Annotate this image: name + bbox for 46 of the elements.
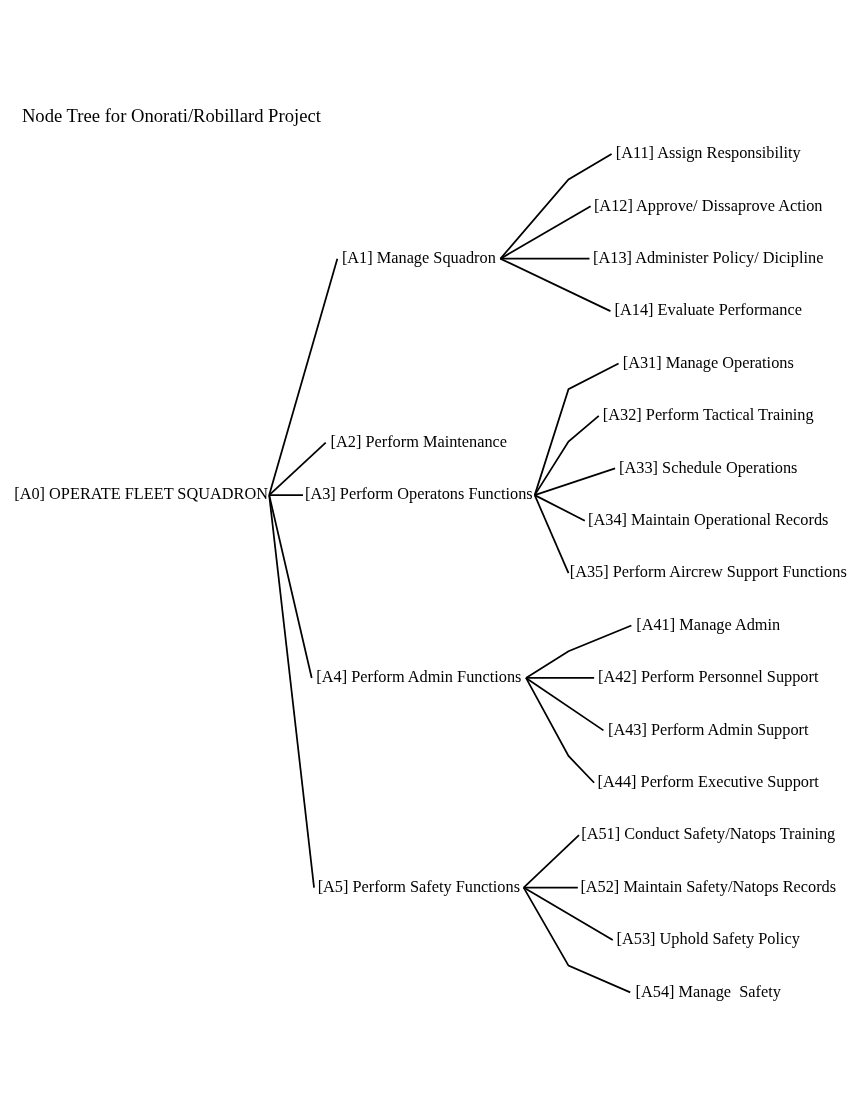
connector (268, 257, 339, 496)
node-text: [A53] Uphold Safety Policy (616, 929, 800, 949)
connector (268, 494, 315, 889)
connector (533, 415, 600, 496)
node-text: [A41] Manage Admin (636, 614, 781, 634)
connector (525, 677, 595, 679)
node-text: [A31] Manage Operations (622, 352, 794, 372)
node-text: [A4] Perform Admin Functions (316, 667, 522, 687)
node-text: [A54] Manage Safety (635, 981, 781, 1001)
node-text: [A13] Administer Policy/ Dicipline (593, 248, 824, 268)
node-text: [A14] Evaluate Performance (614, 300, 802, 320)
connector (525, 624, 633, 679)
node-text: [A51] Conduct Safety/Natops Training (581, 824, 836, 844)
connector (533, 494, 586, 522)
connector (268, 494, 313, 679)
connector (525, 677, 595, 784)
node-text: [A33] Schedule Operations (619, 457, 798, 477)
connector (499, 257, 612, 312)
diagram-title: Node Tree for Onorati/Robillard Project (21, 105, 321, 127)
node-text: [A12] Approve/ Dissaprove Action (593, 195, 823, 215)
connector (522, 886, 579, 889)
node-text: [A35] Perform Aircrew Support Functions (569, 562, 847, 582)
connector (499, 153, 613, 260)
connector (533, 467, 616, 496)
connector (522, 886, 632, 994)
connector (268, 494, 304, 496)
connector (499, 205, 592, 260)
node-text: [A0] OPERATE FLEET SQUADRON (14, 484, 268, 504)
node-text: [A42] Perform Personnel Support (598, 667, 819, 687)
node-text: [A32] Perform Tactical Training (602, 405, 814, 425)
node-text: [A1] Manage Squadron (341, 248, 496, 268)
connector (499, 257, 591, 260)
connector (268, 441, 327, 496)
node-text: [A2] Perform Maintenance (330, 432, 508, 452)
node-text: [A52] Maintain Safety/Natops Records (580, 876, 837, 896)
connector (522, 834, 580, 889)
node-text: [A34] Maintain Operational Records (588, 510, 829, 530)
connector (522, 886, 614, 941)
node-text: [A44] Perform Executive Support (597, 772, 819, 792)
connector (525, 677, 605, 732)
node-text: [A43] Perform Admin Support (607, 719, 809, 739)
connector (533, 494, 570, 574)
node-text: [A3] Perform Operatons Functions (305, 484, 533, 504)
connector (533, 362, 620, 496)
node-text: [A5] Perform Safety Functions (317, 876, 521, 896)
node-text: [A11] Assign Responsibility (615, 143, 801, 163)
